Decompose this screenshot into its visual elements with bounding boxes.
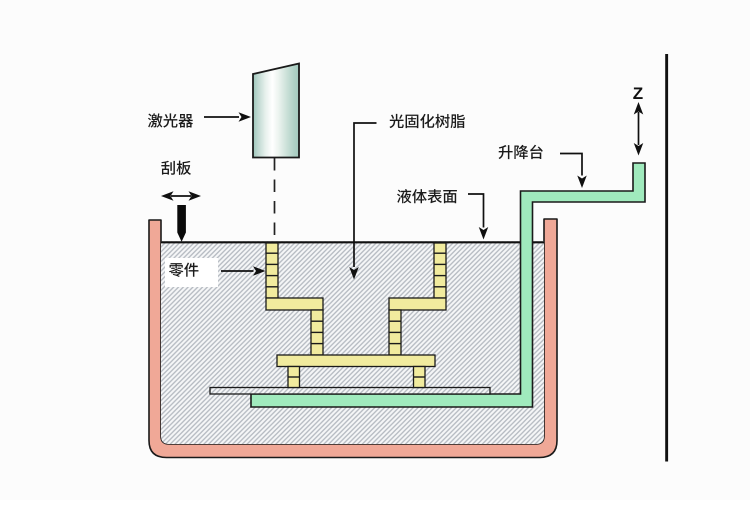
svg-text:Z: Z [633,84,643,103]
